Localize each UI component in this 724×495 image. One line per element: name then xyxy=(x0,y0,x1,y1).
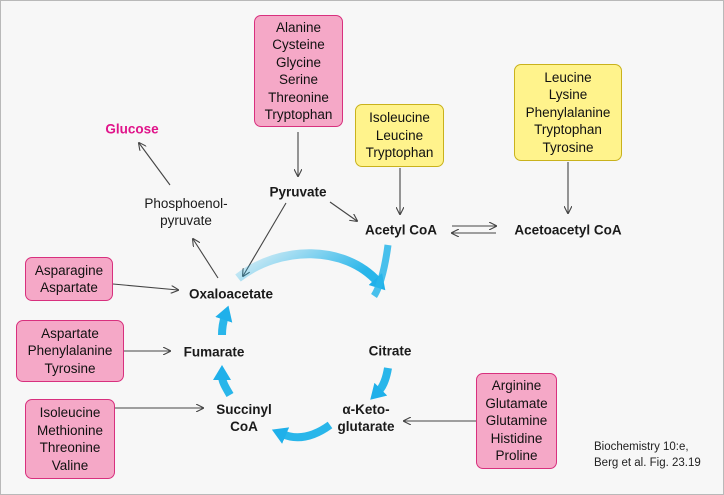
cycle-arrow-succinylcoa-to-fumarate xyxy=(213,365,234,397)
akg-line-1: α-Keto- xyxy=(342,402,390,417)
arrow-pyruvate-to-oxaloacetate xyxy=(243,202,287,276)
amino-acid-label: Threonine xyxy=(39,440,101,455)
amino-acid-label: Methionine xyxy=(36,422,104,438)
pyruvate-label: Pyruvate xyxy=(269,184,327,200)
arrow-pep-to-glucose xyxy=(139,143,171,186)
amino-acid-label: Tryptophan xyxy=(264,107,333,122)
amino-acid-label: Proline xyxy=(495,448,538,464)
amino-acid-label: Tryptophan xyxy=(534,122,602,138)
amino-acid-label: Alanine xyxy=(275,19,322,35)
arrow-asn-to-oxaloacetate xyxy=(112,283,178,290)
amino-acid-label: Glutamine xyxy=(485,413,548,429)
box-succinylcoa-amino-acids: Isoleucine Methionine Threonine Valine xyxy=(25,399,115,479)
amino-acid-label: Tyrosine xyxy=(542,139,594,155)
amino-acid-label: Leucine xyxy=(544,69,592,85)
oxaloacetate-label: Oxaloacetate xyxy=(188,286,274,302)
box-acetoacetylcoa-amino-acids: Leucine Lysine Phenylalanine Tryptophan … xyxy=(514,64,622,161)
box-pyruvate-amino-acids: Alanine Cysteine Glycine Serine Threonin… xyxy=(254,15,343,127)
reference-line-1: Biochemistry 10:e, xyxy=(594,441,689,453)
amino-acid-label: Serine xyxy=(278,72,319,87)
amino-acid-label: Glutamate xyxy=(485,395,548,411)
cycle-arrow-oxaloacetate-to-citrate xyxy=(235,249,386,291)
fumarate-label: Fumarate xyxy=(183,344,245,360)
amino-acid-label: Leucine xyxy=(375,127,424,143)
amino-acid-label: Phenylalanine xyxy=(27,343,113,359)
arrow-oxaloacetate-to-pep xyxy=(193,239,219,279)
pep-line-2: pyruvate xyxy=(160,213,212,228)
arrow-pyruvate-to-acetylcoa xyxy=(329,201,357,221)
box-ketoglutarate-amino-acids: Arginine Glutamate Glutamine Histidine P… xyxy=(476,373,557,469)
succinyl-line-1: Succinyl xyxy=(216,402,272,417)
amino-acid-label: Lysine xyxy=(548,87,588,103)
acetoacetyl-coa-label: Acetoacetyl CoA xyxy=(514,222,622,238)
citrate-label: Citrate xyxy=(368,343,412,359)
amino-acid-label: Tyrosine xyxy=(44,360,96,376)
cycle-arrow-akg-to-succinylcoa xyxy=(271,421,333,444)
amino-acid-label: Tryptophan xyxy=(365,145,434,161)
figure-reference: Biochemistry 10:e, Berg et al. Fig. 23.1… xyxy=(594,439,701,471)
amino-acid-label: Cysteine xyxy=(272,37,325,52)
amino-acid-label: Aspartate xyxy=(40,280,98,295)
amino-acid-label: Valine xyxy=(51,457,89,473)
box-acetylcoa-amino-acids: Isoleucine Leucine Tryptophan xyxy=(355,104,444,167)
succinyl-coa-label: Succinyl CoA xyxy=(216,401,272,435)
pep-line-1: Phosphoenol- xyxy=(144,196,228,211)
amino-acid-label: Glycine xyxy=(275,54,321,70)
amino-acid-label: Aspartate xyxy=(41,325,99,341)
amino-acid-label: Histidine xyxy=(490,430,543,446)
amino-acid-label: Asparagine xyxy=(34,262,104,278)
phosphoenolpyruvate-label: Phosphoenol- pyruvate xyxy=(144,195,227,229)
succinyl-line-2: CoA xyxy=(230,419,258,434)
amino-acid-label: Isoleucine xyxy=(39,405,101,420)
box-oxaloacetate-amino-acids: Asparagine Aspartate xyxy=(25,257,113,301)
cycle-arrow-acetylcoa-into-cycle xyxy=(370,244,392,298)
amino-acid-label: Arginine xyxy=(491,378,542,394)
reference-line-2: Berg et al. Fig. 23.19 xyxy=(594,457,701,469)
cycle-arrow-citrate-to-akg xyxy=(370,367,392,400)
glucose-label: Glucose xyxy=(105,121,159,137)
amino-acid-label: Isoleucine xyxy=(369,110,430,126)
box-fumarate-amino-acids: Aspartate Phenylalanine Tyrosine xyxy=(16,320,124,382)
alpha-ketoglutarate-label: α-Keto- glutarate xyxy=(337,401,394,435)
amino-acid-label: Phenylalanine xyxy=(525,104,611,120)
amino-acid-label: Threonine xyxy=(268,89,329,105)
acetyl-coa-label: Acetyl CoA xyxy=(364,222,438,238)
cycle-arrow-fumarate-to-oxaloacetate xyxy=(215,305,233,336)
akg-line-2: glutarate xyxy=(337,419,395,434)
